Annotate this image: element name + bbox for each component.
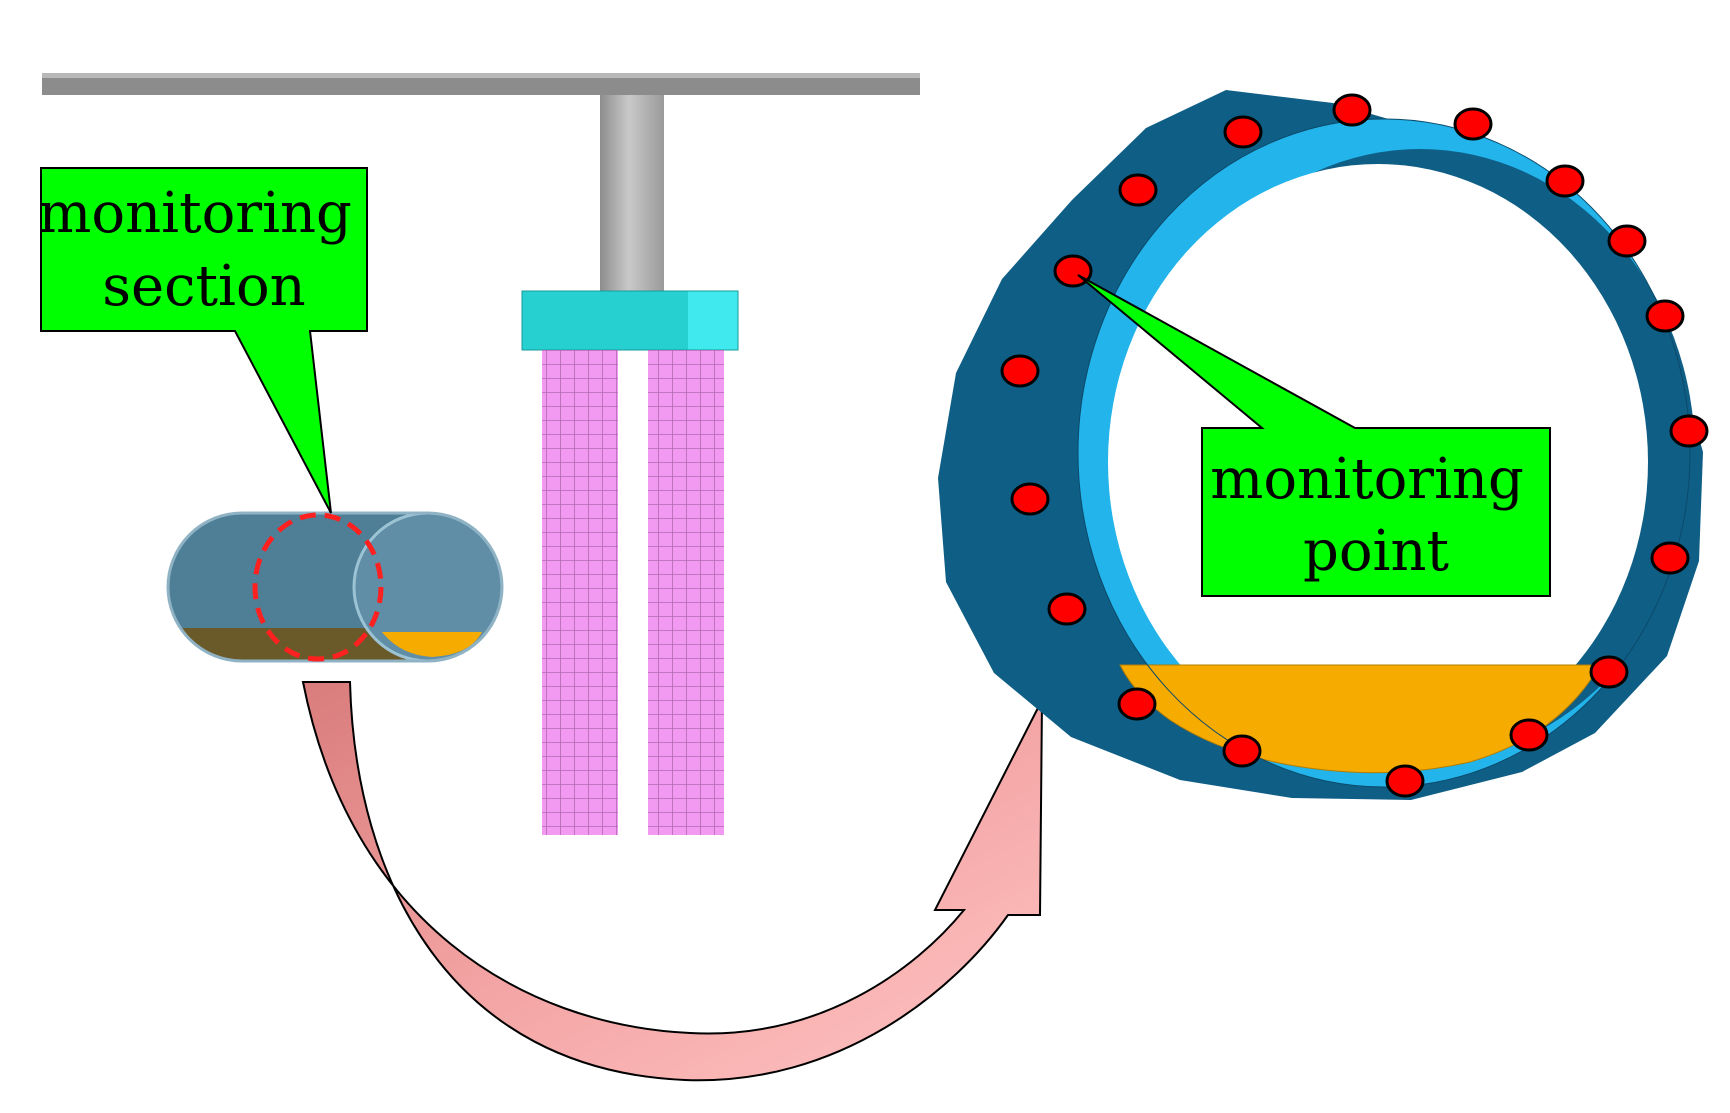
monitoring-points [1000,93,1709,798]
svg-text:monitoring section: monitoring section [38,181,369,319]
callout-section-line1: monitoring [38,181,352,246]
monitoring-point [1010,482,1050,516]
monitoring-section-marker [252,512,384,662]
monitoring-point [1047,592,1087,626]
pier-column [600,95,664,291]
monitoring-point [1223,115,1263,149]
monitoring-point [1000,354,1040,388]
monitoring-point [1589,655,1629,689]
callout-point-line1: monitoring [1210,447,1524,512]
callout-section-line2: section [102,254,305,319]
callout-monitoring-point: monitoring point [1077,274,1551,597]
monitoring-point [1385,764,1425,798]
tunnel-side-view [166,511,504,663]
pile-left [542,350,618,835]
monitoring-point [1453,107,1493,141]
monitoring-point [1117,687,1157,721]
monitoring-point [1545,164,1585,198]
monitoring-point [1645,299,1685,333]
monitoring-point [1669,414,1709,448]
pile-cap [521,290,739,351]
callout-point-line2: point [1303,519,1450,584]
monitoring-point [1222,734,1262,768]
monitoring-point [1650,541,1690,575]
monitoring-point [1118,173,1158,207]
callout-monitoring-section: monitoring section [38,167,369,514]
monitoring-point [1332,93,1372,127]
zoom-arrow [301,681,1043,1082]
pile-right [648,350,724,835]
monitoring-point [1509,718,1549,752]
svg-text:monitoring point: monitoring point [1210,447,1541,584]
monitoring-point [1607,224,1647,258]
bridge-beam [42,73,920,95]
